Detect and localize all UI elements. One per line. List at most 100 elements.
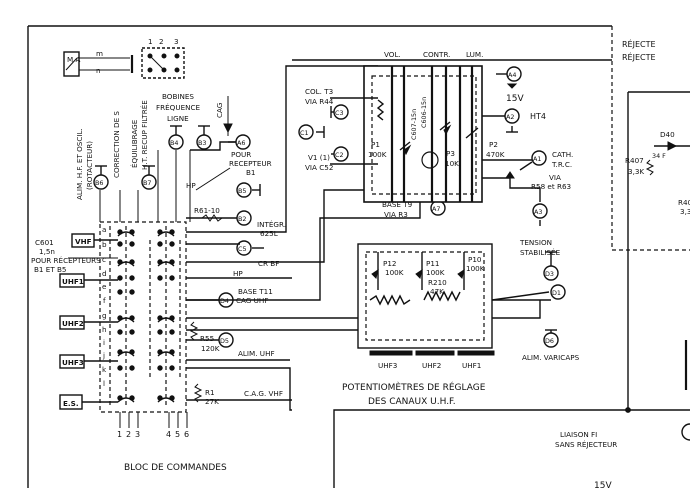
pot-title-line1: POTENTIOMÈTRES DE RÉGLAGE [342, 381, 486, 393]
connector-c3-label: C3 [335, 109, 344, 117]
switch-legend: M A m n 1 2 3 [63, 37, 185, 79]
row-letter-a: a [102, 225, 106, 234]
p1-value: 100K [368, 150, 387, 159]
cath-line1: CATH. [552, 150, 573, 159]
connector-d5-label: D5 [220, 337, 229, 345]
liaison-line1: LIAISON FI [560, 430, 597, 439]
connector-d1-label: D1 [552, 289, 561, 297]
hp-label-2: HP [233, 269, 243, 278]
c601-value: 1,5n [39, 247, 55, 256]
legend-col-3: 3 [174, 37, 179, 46]
pour-recepteur-line3: B1 [246, 168, 256, 177]
legend-row-m: m [96, 49, 103, 58]
pour-recepteur-line1: POUR [231, 150, 251, 159]
connector-b6-label: B6 [95, 179, 103, 187]
connector-a4-label: A4 [508, 71, 516, 79]
header-vol: VOL. [384, 50, 401, 59]
connector-a1 [531, 150, 547, 166]
v33-label: 3,3 [680, 207, 690, 216]
p10-value: 100K [466, 264, 485, 273]
legend-col-2: 2 [159, 37, 164, 46]
connector-a1-label: A1 [533, 155, 541, 163]
connector-b3-label: B3 [198, 139, 206, 147]
integr-line2: 625L [260, 229, 278, 238]
r407-value: 3,3K [628, 167, 644, 176]
hp-label-1: HP [186, 181, 196, 190]
v1-line1: V1 (1) [308, 153, 330, 162]
alim-uhf-label: ALIM. UHF [238, 349, 275, 358]
row-letter-f: f [103, 296, 106, 305]
rejecte-title-2: RÉJECTE [622, 51, 656, 62]
uhf1-bar-label: UHF1 [462, 361, 481, 370]
button-uhf1-label: UHF1 [62, 277, 84, 286]
tension-line1: TENSION [519, 238, 552, 247]
uhf2-bar-label: UHF2 [422, 361, 441, 370]
bottom-number-2: 2 [126, 430, 131, 439]
connector-c2-label: C2 [335, 151, 344, 159]
via-r58-line1: VIA [549, 173, 561, 182]
base-t11-line1: BASE T11 [238, 287, 273, 296]
bobines-line2: FRÉQUENCE [156, 103, 201, 112]
bottom-number-5: 5 [175, 430, 180, 439]
cr-bf-label: CR BF [258, 259, 279, 268]
c601-ref: C601 [35, 238, 54, 247]
connector-c5 [236, 240, 252, 256]
connector-d6-label: D6 [545, 337, 554, 345]
row-letters: a b c d e f g h i j k l [102, 225, 107, 388]
pour-recepteurs-line1: POUR RÉCEPTEURS [31, 256, 101, 265]
connector-d4-label: D4 [220, 297, 229, 305]
connector-a3 [532, 203, 548, 219]
p11-value: 100K [426, 268, 445, 277]
connector-a2-label: A2 [506, 113, 514, 121]
p12-value: 100K [385, 268, 404, 277]
connector-b5 [236, 182, 252, 198]
button-vhf-label: VHF [75, 237, 92, 246]
row-letter-i: i [103, 338, 105, 347]
header-lum: LUM. [466, 50, 483, 59]
row-letter-c: c [102, 255, 106, 264]
row-letter-e: e [102, 282, 107, 291]
button-uhf2-label: UHF2 [62, 319, 84, 328]
pot-title-line2: DES CANAUX U.H.F. [368, 397, 456, 407]
r40-label: R40 [678, 198, 690, 207]
alim-varicaps-label: ALIM. VARICAPS [522, 353, 580, 362]
connector-b7-label: B7 [143, 179, 151, 187]
connector-b5-label: B5 [238, 187, 246, 195]
p3-ref: P3 [446, 149, 455, 158]
r407-ref: R407 [625, 156, 644, 165]
via-r58-line2: R58 et R63 [531, 182, 571, 191]
base-t9-line2: VIA R3 [384, 210, 408, 219]
p12-ref: P12 [383, 259, 396, 268]
connector-c1 [298, 124, 314, 140]
r210-ref: R210 [428, 278, 447, 287]
connector-a3-label: A3 [534, 208, 542, 216]
p1-ref: P1 [371, 140, 380, 149]
bottom-number-6: 6 [184, 430, 189, 439]
uhf-bars: UHF3 UHF2 UHF1 [369, 350, 495, 370]
p2-value: 470K [486, 150, 505, 159]
v15-label: 15V [506, 94, 524, 104]
p10-ref: P10 [468, 255, 482, 264]
legend-m-letter: M A [67, 55, 80, 64]
button-es-label: E.S. [63, 399, 79, 408]
pour-recepteurs-line2: B1 ET B5 [34, 265, 67, 274]
bottom-15v-label: 15V [594, 481, 612, 490]
p3-value: 10K [445, 159, 459, 168]
bottom-number-3: 3 [135, 430, 140, 439]
control-panel: VOL. CONTR. LUM. P1 100K C607-15n C606-1… [363, 50, 505, 203]
r55-ref: R55 [200, 334, 214, 343]
bottom-number-4: 4 [166, 430, 171, 439]
cag-label: CAG [215, 103, 224, 118]
legend-row-n: n [96, 66, 101, 75]
base-t9-line1: BASE T9 [382, 200, 413, 209]
p2-ref: P2 [489, 140, 498, 149]
row-letter-k: k [102, 365, 107, 374]
pour-recepteur-line2: RECEPTEUR [229, 159, 272, 168]
bloc-title: BLOC DE COMMANDES [124, 463, 227, 473]
liaison-box: LIAISON FI SANS RÉJECTEUR 15V [333, 407, 690, 490]
row-letter-l: l [103, 379, 105, 388]
r1-ref: R1 [205, 388, 215, 397]
liaison-line2: SANS RÉJECTEUR [555, 440, 617, 449]
tension-line2: STABILISÉE [520, 248, 561, 257]
